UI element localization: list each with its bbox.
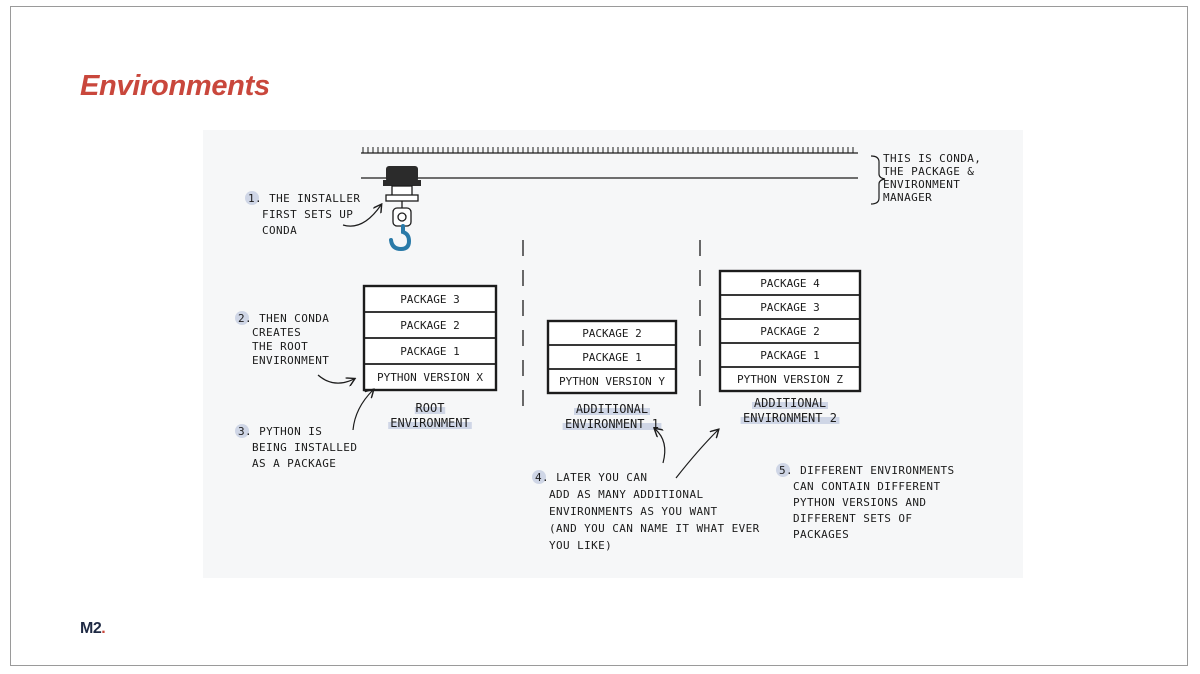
logo-text: M2	[80, 620, 102, 637]
crane-hook-icon	[389, 207, 412, 252]
package-box-label: PACKAGE 2	[582, 327, 642, 340]
environment-label: ENVIRONMENT	[390, 416, 469, 430]
number-badge	[776, 463, 790, 477]
annotation-5: 5. DIFFERENT ENVIRONMENTS CAN CONTAIN DIF…	[776, 463, 955, 541]
annotation-line: ENVIRONMENT	[252, 354, 329, 367]
package-box-label: PACKAGE 3	[760, 301, 820, 314]
crane-rail	[361, 147, 858, 179]
annotation-line: ADD AS MANY ADDITIONAL	[549, 488, 704, 501]
env-label-highlight	[388, 422, 472, 429]
conda-label-line: ENVIRONMENT	[883, 178, 960, 191]
annotation-line: CONDA	[262, 224, 297, 237]
environment-label: ENVIRONMENT 2	[743, 411, 837, 425]
conda-label-line: THIS IS CONDA,	[883, 152, 981, 165]
number-badge	[235, 311, 249, 325]
env-label-highlight	[574, 408, 650, 415]
conda-label-line: MANAGER	[883, 191, 932, 204]
env-label-highlight	[740, 417, 840, 424]
annotation-3: 3. PYTHON IS BEING INSTALLED AS A PACKAGE	[235, 424, 357, 470]
annotation-line: CREATES	[252, 326, 301, 339]
conda-label: THIS IS CONDA,THE PACKAGE &ENVIRONMENTMA…	[883, 152, 981, 204]
crane-trolley-icon	[383, 166, 421, 208]
package-box-label: PACKAGE 2	[760, 325, 820, 338]
m2-logo: M2.	[80, 620, 106, 638]
environment-label: ROOT	[416, 401, 445, 415]
number-badge	[532, 470, 546, 484]
annotation-line: 4. LATER YOU CAN	[535, 471, 647, 484]
annotation-line: 1. THE INSTALLER	[248, 192, 360, 205]
annotation-line: 5. DIFFERENT ENVIRONMENTS	[779, 464, 955, 477]
annotation-line: FIRST SETS UP	[262, 208, 353, 221]
annotation-line: (AND YOU CAN NAME IT WHAT EVER	[549, 522, 760, 535]
environment-label: ADDITIONAL	[754, 396, 826, 410]
annotation-1: 1. THE INSTALLER FIRST SETS UP CONDA	[245, 191, 360, 237]
package-box-label: PACKAGE 1	[582, 351, 642, 364]
annotation-line: PACKAGES	[793, 528, 849, 541]
number-badge	[235, 424, 249, 438]
annotation-line: PYTHON VERSIONS AND	[793, 496, 926, 509]
package-box-label: PACKAGE 4	[760, 277, 820, 290]
annotation-line: YOU LIKE)	[549, 539, 612, 552]
environment-stack	[718, 269, 862, 393]
env-label-highlight	[752, 402, 828, 409]
package-box-label: PACKAGE 2	[400, 319, 460, 332]
arrow-python-to-root	[352, 390, 373, 431]
annotation-line: 3. PYTHON IS	[238, 425, 322, 438]
conda-diagram: THIS IS CONDA,THE PACKAGE &ENVIRONMENTMA…	[235, 147, 981, 552]
annotation-line: DIFFERENT SETS OF	[793, 512, 912, 525]
package-box-label: PACKAGE 1	[400, 345, 460, 358]
arrow-later-to-env2	[675, 430, 718, 479]
arrow-conda-to-root	[317, 374, 354, 383]
arrow-later-to-env1	[655, 429, 666, 464]
annotation-line: CAN CONTAIN DIFFERENT	[793, 480, 940, 493]
environment-label: ENVIRONMENT 1	[565, 417, 659, 431]
annotation-line: ENVIRONMENTS AS YOU WANT	[549, 505, 718, 518]
environment-label: ADDITIONAL	[576, 402, 648, 416]
slide-title: Environments	[80, 70, 270, 102]
environment-2: PACKAGE 2 PACKAGE 1 PYTHON VERSION Y ADDITI…	[546, 319, 678, 431]
package-box-label: PACKAGE 1	[760, 349, 820, 362]
env-label-highlight	[562, 423, 662, 430]
number-badge	[245, 191, 259, 205]
conda-label-line: THE PACKAGE &	[883, 165, 974, 178]
conda-brace	[870, 155, 886, 205]
annotation-line: 2. THEN CONDA	[238, 312, 329, 325]
environments: PACKAGE 3 PACKAGE 2 PACKAGE 1 PYTHON VERSIO…	[362, 269, 862, 431]
environment-3: PACKAGE 4 PACKAGE 3 PACKAGE 2 PACKAGE 1 PYTH…	[718, 269, 862, 425]
annotation-4: 4. LATER YOU CAN ADD AS MANY ADDITIONAL EN…	[532, 470, 760, 552]
logo-dot: .	[101, 620, 106, 637]
package-box-label: PYTHON VERSION Y	[559, 375, 665, 388]
annotation-line: THE ROOT	[252, 340, 308, 353]
environment-stack	[546, 319, 678, 395]
package-box-label: PACKAGE 3	[400, 293, 460, 306]
package-box-label: PYTHON VERSION Z	[737, 373, 843, 386]
env-label-highlight	[414, 407, 446, 414]
package-box-label: PYTHON VERSION X	[377, 371, 483, 384]
environment-1: PACKAGE 3 PACKAGE 2 PACKAGE 1 PYTHON VERSIO…	[362, 284, 498, 430]
annotation-line: BEING INSTALLED	[252, 441, 357, 454]
arrow-installer-to-crane	[342, 205, 381, 227]
annotations: 1. THE INSTALLER FIRST SETS UP CONDA 2. THE…	[235, 191, 955, 552]
annotation-line: AS A PACKAGE	[252, 457, 336, 470]
